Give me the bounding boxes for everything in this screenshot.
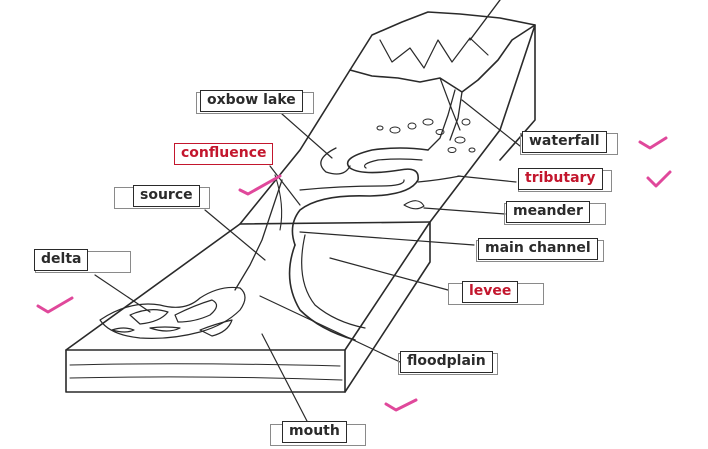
check-mark-icon <box>36 296 74 314</box>
valley-left-side <box>239 69 351 225</box>
label-levee: levee <box>462 281 519 303</box>
label-waterfall: waterfall <box>522 131 607 153</box>
label-oxbow-lake: oxbow lake <box>200 90 303 112</box>
check-mark-icon <box>646 170 672 188</box>
upper-river <box>427 89 456 151</box>
main-channel <box>288 244 356 341</box>
valley-right-edge <box>429 24 536 223</box>
check-mark-icon <box>384 398 418 412</box>
label-meander: meander <box>506 201 590 223</box>
check-mark-icon <box>638 136 668 150</box>
meandering-river <box>291 147 429 246</box>
label-tributary: tributary <box>518 168 603 190</box>
block-front-face <box>65 349 346 393</box>
label-delta: delta <box>34 249 89 271</box>
label-source: source <box>133 185 200 207</box>
label-mouth: mouth <box>282 421 347 443</box>
label-confluence: confluence <box>174 143 274 165</box>
oxbow-lake-shape <box>320 147 351 175</box>
levee-edge <box>301 234 366 329</box>
block-top-edge <box>65 221 431 351</box>
tributary-river <box>417 175 461 183</box>
label-floodplain: floodplain <box>400 351 493 373</box>
check-mark-icon <box>238 174 282 196</box>
label-main-channel: main channel <box>478 238 598 260</box>
mountain-range <box>349 11 536 93</box>
delta-shape <box>99 286 246 339</box>
